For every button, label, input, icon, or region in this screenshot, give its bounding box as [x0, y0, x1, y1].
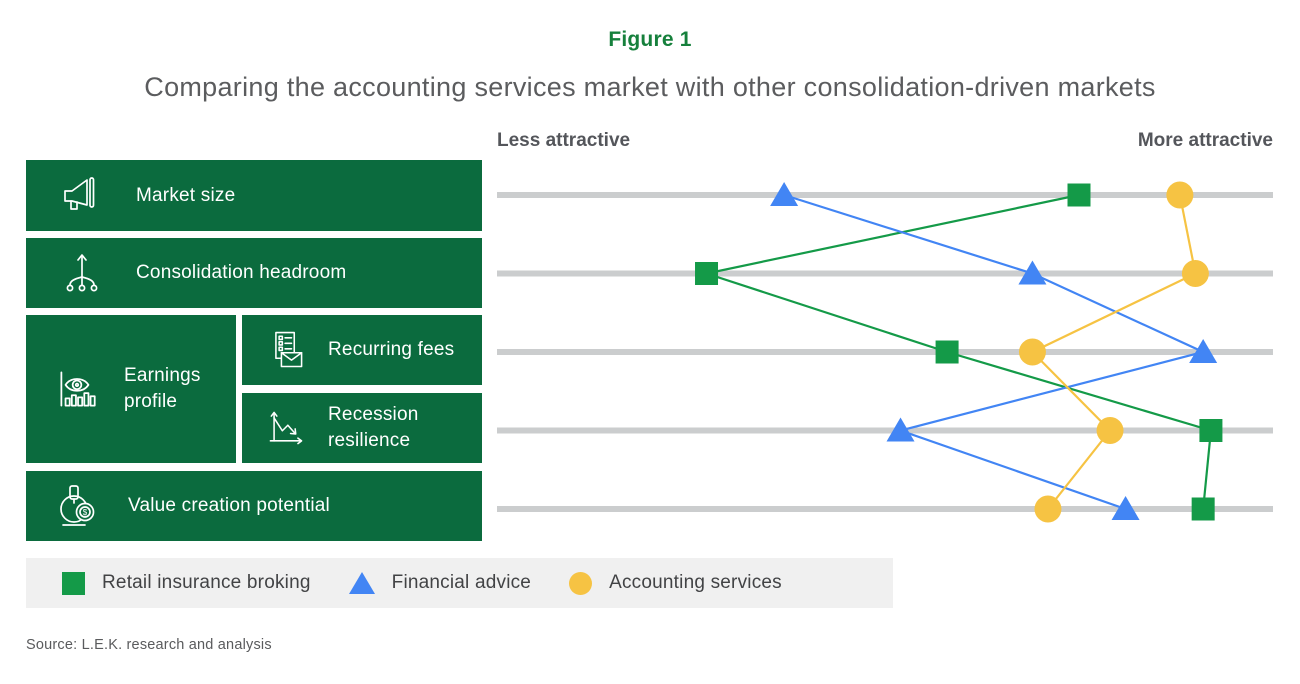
circle-marker — [1181, 260, 1209, 287]
declining-chart-icon — [264, 406, 308, 450]
legend-item-financial-advice: Financial advice — [348, 572, 532, 594]
circle-marker — [1166, 181, 1194, 209]
category-panel: Market size Consolidation headroom — [26, 160, 482, 541]
legend-item-accounting-services: Accounting services — [569, 571, 782, 595]
legend-label: Retail insurance broking — [102, 572, 311, 593]
category-box-recurring-fees: Recurring fees — [242, 315, 482, 385]
circle-marker — [1096, 417, 1124, 444]
comparison-chart — [497, 181, 1273, 523]
legend-label: Accounting services — [609, 572, 782, 593]
eye-bar-chart-icon — [52, 364, 102, 414]
circle-marker — [1034, 495, 1062, 523]
square-marker — [1191, 497, 1215, 521]
figure-title: Comparing the accounting services market… — [144, 72, 1156, 102]
yellow-circle-marker-icon — [569, 571, 593, 595]
triangle-marker — [886, 417, 915, 442]
blue-triangle-marker-icon — [348, 572, 375, 594]
axis-label-more-attractive: More attractive — [1137, 130, 1273, 151]
triangle-marker — [770, 182, 799, 206]
square-marker — [935, 340, 959, 364]
category-label: Recurring fees — [328, 339, 455, 361]
category-label: Earnings profile — [124, 365, 201, 412]
category-label: Recession resilience — [328, 404, 419, 451]
megaphone-icon — [58, 172, 106, 220]
legend-label: Financial advice — [391, 572, 532, 593]
circle-marker — [1018, 338, 1046, 366]
category-label: Market size — [136, 184, 236, 206]
triangle-marker — [1111, 496, 1140, 520]
square-marker — [1067, 183, 1091, 207]
category-box-recession-resilience: Recession resilience — [242, 393, 482, 463]
legend: Retail insurance broking Financial advic… — [26, 558, 893, 608]
category-box-market-size: Market size — [26, 160, 482, 231]
category-box-consolidation-headroom: Consolidation headroom — [26, 238, 482, 308]
svg-text:$: $ — [83, 508, 88, 517]
category-label: Consolidation headroom — [136, 262, 347, 284]
invoice-envelope-icon — [264, 328, 308, 372]
branch-split-icon — [58, 249, 106, 297]
triangle-marker — [1018, 260, 1047, 285]
category-box-value-creation-potential: $ Value creation potential — [26, 471, 482, 541]
triangle-marker — [1189, 339, 1218, 363]
legend-item-retail-insurance-broking: Retail insurance broking — [62, 571, 311, 595]
green-square-marker-icon — [62, 571, 85, 595]
category-box-earnings-profile: Earnings profile — [26, 315, 236, 463]
square-marker — [1199, 419, 1223, 442]
square-marker — [695, 262, 719, 285]
category-label: Value creation potential — [128, 495, 330, 517]
figure-label: Figure 1 — [608, 28, 692, 51]
microscope-coin-icon: $ — [54, 482, 102, 530]
axis-label-less-attractive: Less attractive — [497, 130, 631, 151]
source-note: Source: L.E.K. research and analysis — [26, 637, 272, 653]
